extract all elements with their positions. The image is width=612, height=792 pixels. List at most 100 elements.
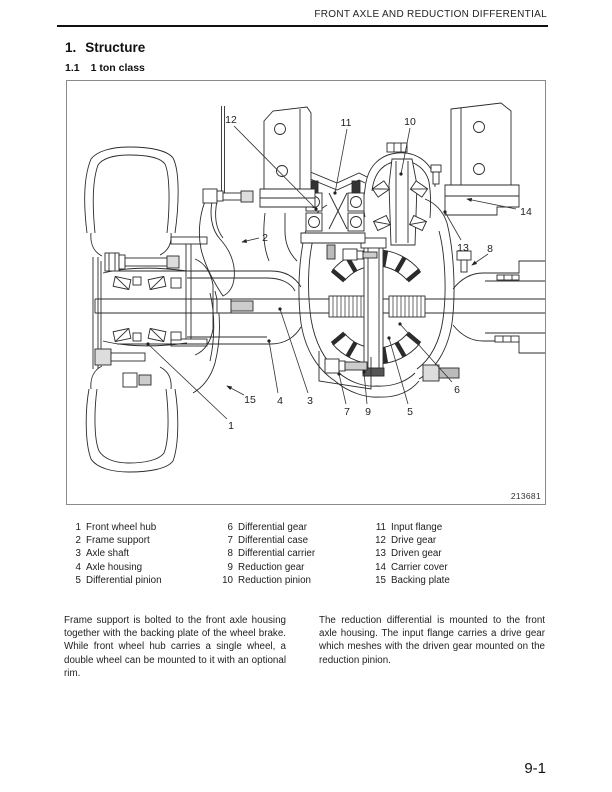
part-item: 7 Differential case [213,534,315,547]
part-number: 2 [75,535,81,547]
backing-plate [192,290,220,394]
part-name: Differential case [238,535,309,547]
part-number: 15 [375,574,386,586]
subsection-title: 1 ton class [90,62,145,74]
callout-7: 7 [344,406,350,418]
carrier-cover [430,164,520,216]
part-item: 10 Reduction pinion [213,574,315,587]
part-name: Carrier cover [391,561,448,573]
section-number: 1. [65,40,77,55]
body-paragraph-right: The reduction differential is mounted to… [319,615,545,666]
subsection-heading: 1.1 1 ton class [65,62,145,74]
part-number: 10 [222,574,233,586]
carrier-bolt-8 [456,250,472,273]
part-name: Axle housing [86,561,143,573]
page-header-title: FRONT AXLE AND REDUCTION DIFFERENTIAL [314,9,547,20]
part-item: 6 Differential gear [213,521,315,534]
case-bolt-lower [318,351,372,390]
pinion-shaft-center [360,237,387,377]
callout-5: 5 [407,406,413,418]
callout-13: 13 [457,242,469,254]
axle-shaft [94,298,545,314]
housing-bolt-lower-right [422,364,460,382]
section-heading: 1. Structure [65,40,145,55]
part-item: 9 Reduction gear [213,561,315,574]
callout-15: 15 [244,394,256,406]
callout-8: 8 [487,243,493,255]
part-item: 13 Driven gear [366,547,450,560]
part-name: Front wheel hub [86,522,157,533]
diagram-linework [84,102,545,473]
part-number: 11 [375,522,386,533]
part-item: 5 Differential pinion [61,574,162,587]
part-item: 8 Differential carrier [213,547,316,560]
part-name: Differential pinion [86,574,162,586]
callout-3: 3 [307,395,313,407]
part-name: Reduction pinion [238,574,311,586]
reduction-pinion [388,158,418,246]
callout-2: 2 [262,232,268,244]
part-name: Frame support [86,535,150,547]
part-name: Axle shaft [86,548,130,560]
pinion-bearings [371,180,429,232]
callout-11: 11 [341,117,352,129]
part-number: 6 [227,522,233,533]
axle-cross-section-diagram: 1 2 3 4 5 6 7 8 9 10 11 12 13 14 15 [84,102,545,473]
callout-10: 10 [404,116,416,128]
part-item: 11 Input flange [366,521,450,534]
part-number: 5 [75,574,81,586]
callout-numbers: 1 2 3 4 5 6 7 8 9 10 11 12 13 14 15 [225,114,532,432]
body-paragraph-left: Frame support is bolted to the front axl… [64,615,286,679]
section-title: Structure [85,40,146,55]
axle-housing-tubes [117,212,545,354]
part-name: Reduction gear [238,561,305,573]
callout-leaders [146,125,517,420]
front-wheel-hub [94,252,214,388]
part-name: Differential carrier [238,548,316,560]
part-name: Driven gear [391,548,442,560]
part-item: 12 Drive gear [366,534,450,547]
figure-frame: 1 2 3 4 5 6 7 8 9 10 11 12 13 14 15 2136… [66,80,546,505]
part-name: Differential gear [238,522,307,533]
input-flange [292,168,368,260]
part-name: Drive gear [391,535,437,547]
callout-9: 9 [365,406,371,418]
tire-upper [84,146,179,257]
part-number: 8 [227,548,233,560]
part-name: Input flange [391,522,443,533]
header-rule [57,25,548,27]
part-number: 1 [75,522,81,533]
parts-column-3: 11 Input flange 12 Drive gear 13 Driven gea… [366,521,450,587]
figure-number: 213681 [510,491,541,501]
callout-12: 12 [225,114,237,126]
part-number: 14 [375,561,386,573]
part-number: 9 [227,561,233,573]
part-number: 7 [227,535,233,547]
frame-support [198,106,254,314]
subsection-number: 1.1 [65,62,80,74]
part-number: 3 [75,548,81,560]
part-number: 13 [375,548,386,560]
mounting-bracket-right [450,102,512,186]
mounting-bracket-left [259,106,316,208]
part-item: 1 Front wheel hub [61,521,162,534]
part-number: 4 [75,561,81,573]
callout-1: 1 [228,420,234,432]
part-item: 2 Frame support [61,534,162,547]
part-item: 3 Axle shaft [61,547,162,560]
callout-14: 14 [520,206,532,218]
callout-4: 4 [277,395,283,407]
tire-lower [85,365,179,473]
parts-column-1: 1 Front wheel hub 2 Frame support 3 Axle sh… [61,521,162,587]
carrier-bolt-upper [342,248,378,261]
page-number: 9-1 [524,760,546,777]
callout-6: 6 [454,384,460,396]
part-item: 14 Carrier cover [366,561,450,574]
part-item: 4 Axle housing [61,561,162,574]
ring-gear-splines [328,295,426,318]
differential-housing [298,198,455,398]
part-number: 12 [375,535,386,547]
